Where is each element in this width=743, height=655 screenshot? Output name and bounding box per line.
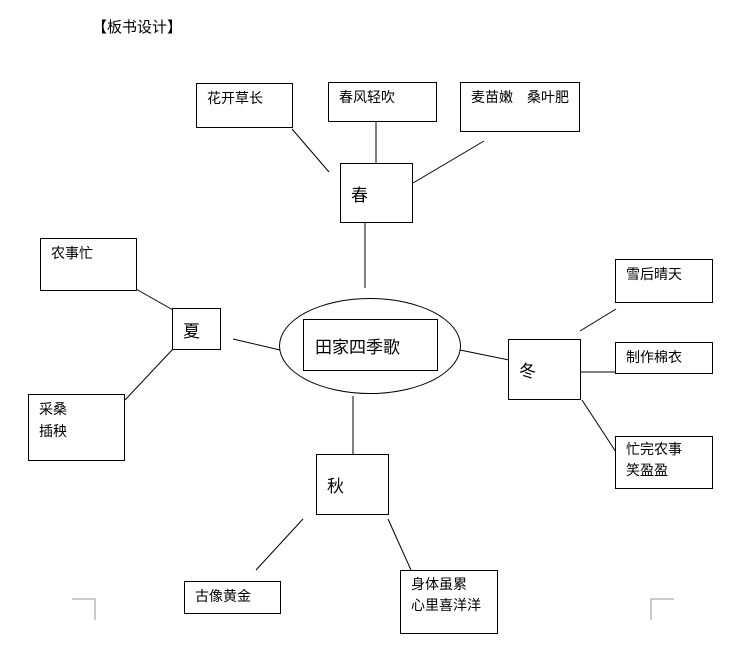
spring-item-3: 麦苗嫩 桑叶肥 — [460, 82, 580, 132]
spring-item-1: 花开草长 — [196, 83, 293, 128]
connector-summer-item-2 — [124, 348, 174, 401]
season-summer: 夏 — [172, 308, 221, 350]
winter-item-1: 雪后晴天 — [615, 259, 713, 303]
summer-item-2: 采桑 插秧 — [28, 394, 125, 461]
autumn-item-1: 古像黄金 — [184, 581, 281, 614]
season-autumn: 秋 — [316, 454, 389, 515]
connector-spring-item-1 — [291, 128, 330, 173]
connector-winter-item-1 — [579, 308, 617, 332]
connector-winter-item-3 — [581, 399, 617, 453]
summer-item-1: 农事忙 — [40, 238, 137, 291]
spring-item-2: 春风轻吹 — [328, 82, 437, 122]
page-corner-mark-left — [72, 598, 96, 620]
connector-center-winter — [459, 349, 510, 361]
heading: 【板书设计】 — [92, 18, 183, 36]
winter-item-2: 制作棉衣 — [615, 342, 713, 374]
autumn-item-2: 身体虽累 心里喜洋洋 — [400, 570, 498, 634]
page-corner-mark-right — [650, 598, 674, 620]
season-winter: 冬 — [508, 339, 581, 400]
connector-autumn-item-1 — [255, 518, 304, 571]
connector-summer-item-1 — [135, 288, 174, 311]
connector-spring-item-3 — [412, 140, 485, 184]
winter-item-3: 忙完农事 笑盈盈 — [615, 436, 713, 489]
connector-autumn-item-2 — [387, 518, 412, 571]
season-spring: 春 — [340, 163, 413, 223]
connector-center-summer — [232, 338, 281, 351]
center-title: 田家四季歌 — [303, 319, 438, 371]
